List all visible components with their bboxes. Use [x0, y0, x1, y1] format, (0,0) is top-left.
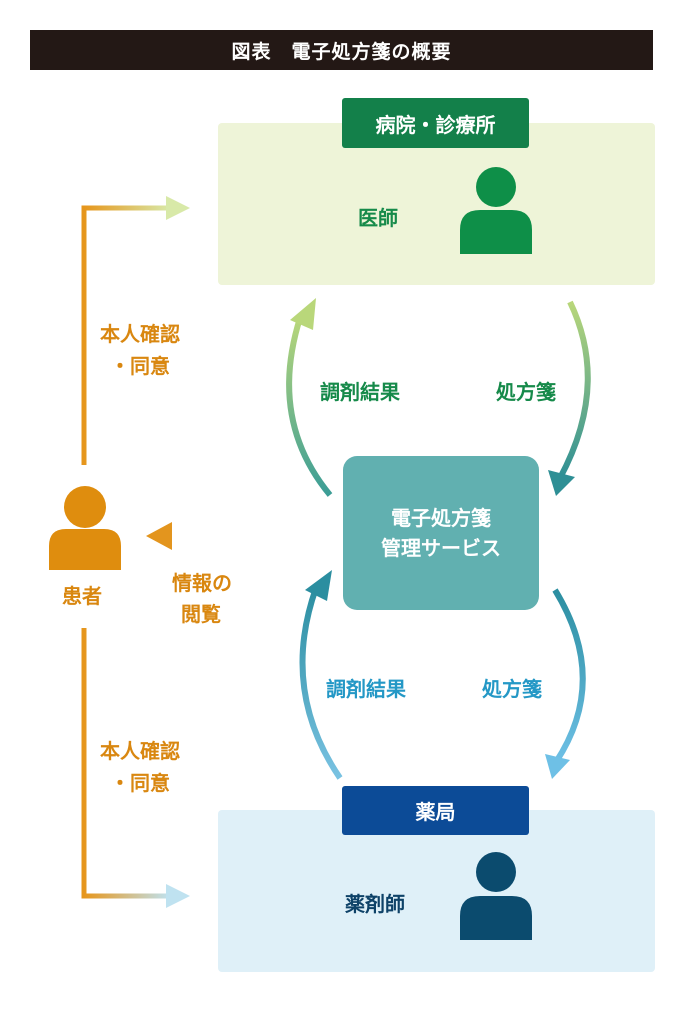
service-line1: 電子処方箋 [391, 506, 491, 530]
pharmacy-area [218, 810, 655, 972]
doctor-label: 医師 [358, 206, 398, 230]
consent-top-line2: ・同意 [110, 354, 170, 378]
consent-bottom-line2: ・同意 [110, 771, 170, 795]
consent-top-arrow [81, 196, 190, 465]
consent-top-line1: 本人確認 [100, 322, 180, 346]
figure-title: 図表 電子処方箋の概要 [30, 30, 653, 70]
pharmacy-result-arrow [299, 570, 343, 780]
hospital-prescription-label: 処方箋 [496, 380, 556, 404]
doctor-person-icon [460, 167, 532, 254]
e-prescription-service: 電子処方箋 管理サービス [343, 456, 539, 610]
view-line1: 情報の [172, 571, 232, 595]
pharmacist-person-icon [460, 852, 532, 940]
view-arrow [146, 522, 330, 550]
hospital-result-label: 調剤結果 [320, 380, 400, 404]
consent-bottom-line1: 本人確認 [100, 739, 180, 763]
pharmacist-label: 薬剤師 [345, 892, 405, 916]
pharmacy-prescription-label: 処方箋 [482, 677, 542, 701]
patient-label: 患者 [62, 584, 102, 608]
hospital-area [218, 123, 655, 285]
patient-person-icon [49, 486, 121, 570]
hospital-result-arrow [286, 298, 333, 497]
view-line2: 閲覧 [181, 602, 221, 626]
pharmacy-prescription-arrow [545, 588, 586, 779]
service-line2: 管理サービス [381, 536, 501, 560]
consent-bottom-arrow [81, 628, 190, 908]
hospital-prescription-arrow [548, 300, 591, 496]
pharmacy-label: 薬局 [342, 786, 529, 835]
hospital-label: 病院・診療所 [342, 98, 529, 148]
pharmacy-result-label: 調剤結果 [326, 677, 406, 701]
